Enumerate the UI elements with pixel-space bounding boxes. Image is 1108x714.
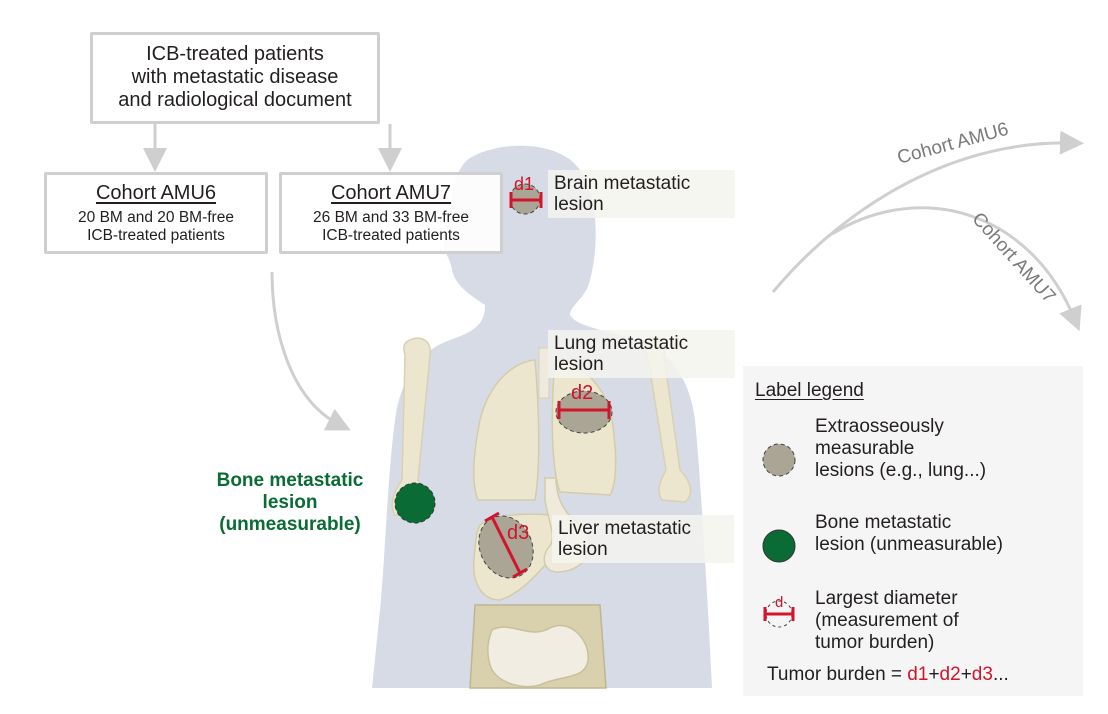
label-line: Bone metastatic xyxy=(216,470,364,491)
liver-lesion-label: Liver metastatic lesion xyxy=(552,515,734,563)
legend-line: Extraosseously xyxy=(815,416,944,437)
formula-term-d3: d3 xyxy=(971,664,993,685)
legend-item-measurable: Extraosseously measurable lesions (e.g.,… xyxy=(815,416,986,482)
label-line: Lung metastatic xyxy=(554,333,689,354)
formula-term-d1: d1 xyxy=(907,664,929,685)
cohort-title: Cohort AMU7 xyxy=(330,182,452,204)
lung-lesion-ellipse xyxy=(555,390,613,434)
legend-line: Largest diameter xyxy=(815,588,958,609)
left-lung xyxy=(473,359,540,501)
bone-lesion-label: Bone metastatic lesion (unmeasurable) xyxy=(180,470,400,536)
legend-line: measurable xyxy=(815,438,915,459)
legend-line: (measurement of xyxy=(815,610,959,631)
legend-title: Label legend xyxy=(755,380,864,401)
legend-item-bone: Bone metastatic lesion (unmeasurable) xyxy=(815,512,1003,556)
cohort-line: 26 BM and 33 BM-free xyxy=(313,209,469,226)
top-box-line: ICB-treated patients xyxy=(146,43,324,65)
legend-line: lesions (e.g., lung...) xyxy=(815,460,987,481)
liver-diameter-label: d3 xyxy=(507,522,530,544)
top-box-line: with metastatic disease xyxy=(131,66,339,88)
brain-lesion-label: Brain metastatic lesion xyxy=(548,170,735,218)
label-line: (unmeasurable) xyxy=(219,514,361,535)
formula-plus: + xyxy=(928,664,940,685)
cohort-line: ICB-treated patients xyxy=(322,227,460,244)
formula-term-d2: d2 xyxy=(939,664,961,685)
brain-diameter-marker xyxy=(509,192,543,208)
label-line: lesion xyxy=(262,492,318,513)
cohort-amu6-box: Cohort AMU6 20 BM and 20 BM-free ICB-tre… xyxy=(44,172,268,254)
formula-plus: + xyxy=(960,664,972,685)
arrow-to-body xyxy=(270,271,351,431)
label-line: Liver metastatic xyxy=(558,518,692,539)
arrow-cohort-amu7 xyxy=(831,206,1082,332)
tumor-burden-formula: Tumor burden = d1+d2+d3... xyxy=(767,664,1009,686)
legend-item-diameter: Largest diameter (measurement of tumor b… xyxy=(815,588,959,654)
cohort-title: Cohort AMU6 xyxy=(95,182,217,204)
label-line: Brain metastatic xyxy=(554,173,691,194)
label-line: lesion xyxy=(554,354,604,375)
arrow-cohort-amu6 xyxy=(771,130,1084,293)
legend-line: Bone metastatic xyxy=(815,512,952,533)
lung-diameter-marker xyxy=(557,401,611,419)
label-line: lesion xyxy=(558,539,608,560)
bone-lesion-circle xyxy=(394,482,436,524)
liver-diameter-marker xyxy=(484,511,528,579)
small-intestine xyxy=(487,624,589,688)
legend-line: lesion (unmeasurable) xyxy=(815,534,1003,555)
cohort-amu7-box: Cohort AMU7 26 BM and 33 BM-free ICB-tre… xyxy=(279,172,503,254)
cohort-line: 20 BM and 20 BM-free xyxy=(78,209,234,226)
formula-prefix: Tumor burden = xyxy=(767,664,908,685)
formula-ellipsis: ... xyxy=(992,664,1009,685)
diameter-icon-label: d xyxy=(775,594,784,611)
lung-lesion-label: Lung metastatic lesion xyxy=(548,330,735,378)
top-box-line: and radiological document xyxy=(118,89,352,111)
cohort-line: ICB-treated patients xyxy=(87,227,225,244)
diameter-measure-icon xyxy=(763,600,795,628)
green-circle-icon xyxy=(762,529,796,563)
top-criteria-box: ICB-treated patients with metastatic dis… xyxy=(90,32,380,124)
gray-dashed-circle-icon xyxy=(762,443,796,477)
label-legend: Label legend Extraosseously measurable l… xyxy=(743,366,1083,696)
brain-diameter-label: d1 xyxy=(514,174,535,194)
legend-line: tumor burden) xyxy=(815,632,935,653)
label-line: lesion xyxy=(554,194,604,215)
lung-diameter-label: d2 xyxy=(571,382,594,404)
